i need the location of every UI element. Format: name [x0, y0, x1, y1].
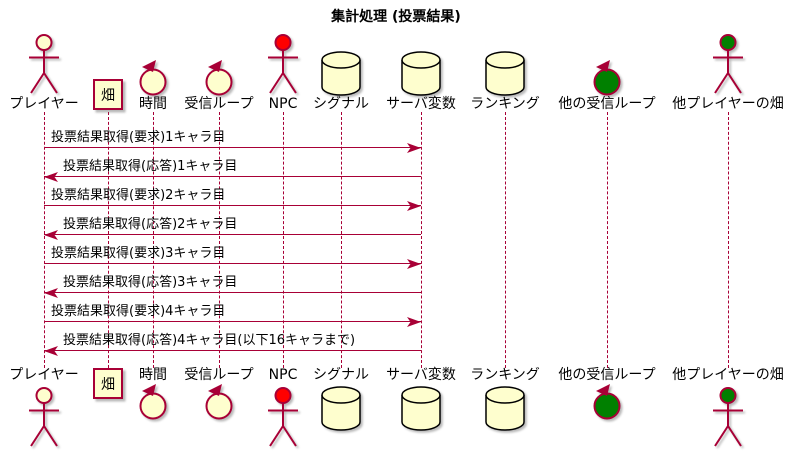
message-line [44, 176, 421, 177]
lifeline [420, 112, 422, 368]
actor-icon [263, 386, 303, 448]
arrowhead-icon [44, 345, 58, 356]
participant-label: 他プレイヤーの畑 [672, 96, 784, 112]
message-label: 投票結果取得(応答)1キャラ目 [63, 159, 238, 174]
control-icon [589, 60, 625, 96]
participant-label: 時間 [139, 96, 167, 112]
database-icon [320, 51, 362, 96]
participant-label: プレイヤー [9, 96, 79, 112]
arrowhead-icon [44, 287, 58, 298]
control-icon [135, 60, 171, 96]
participant-label: シグナル [313, 367, 369, 383]
message-line [44, 263, 421, 264]
message-label: 投票結果取得(要求)4キャラ目 [51, 304, 226, 319]
database-icon [484, 386, 526, 431]
lifeline [43, 112, 45, 368]
participant-box: 畑 [93, 368, 123, 399]
participant-label: 受信ループ [184, 367, 254, 383]
message-label: 投票結果取得(要求)1キャラ目 [51, 130, 226, 145]
database-icon [400, 386, 442, 431]
control-icon [135, 384, 171, 420]
participant-label: ランキング [470, 367, 540, 383]
participant-box: 畑 [93, 79, 123, 110]
control-icon [589, 384, 625, 420]
participant-label: サーバ変数 [386, 96, 456, 112]
lifeline [152, 112, 154, 368]
lifeline [218, 112, 220, 368]
message-line [44, 350, 421, 351]
participant-label: シグナル [313, 96, 369, 112]
participant-label: プレイヤー [9, 367, 79, 383]
message-line [44, 205, 421, 206]
actor-icon [24, 386, 64, 448]
lifeline [107, 112, 109, 368]
participant-label: 畑 [101, 87, 115, 104]
actor-icon [263, 33, 303, 95]
database-icon [320, 386, 362, 431]
participant-label: 畑 [101, 376, 115, 393]
participant-label: 他プレイヤーの畑 [672, 367, 784, 383]
control-icon [201, 60, 237, 96]
diagram-title: 集計処理 (投票結果) [331, 9, 461, 25]
actor-icon [24, 33, 64, 95]
participant-label: ランキング [470, 96, 540, 112]
lifeline [504, 112, 506, 368]
database-icon [400, 51, 442, 96]
actor-icon [708, 386, 748, 448]
lifeline [340, 112, 342, 368]
message-label: 投票結果取得(要求)3キャラ目 [51, 246, 226, 261]
arrowhead-icon [407, 142, 421, 153]
arrowhead-icon [44, 171, 58, 182]
participant-label: 時間 [139, 367, 167, 383]
message-line [44, 234, 421, 235]
participant-label: 他の受信ループ [558, 96, 656, 112]
message-line [44, 147, 421, 148]
arrowhead-icon [407, 316, 421, 327]
participant-label: 他の受信ループ [558, 367, 656, 383]
database-icon [484, 51, 526, 96]
arrowhead-icon [407, 200, 421, 211]
message-label: 投票結果取得(応答)2キャラ目 [63, 217, 238, 232]
arrowhead-icon [407, 258, 421, 269]
lifeline [606, 112, 608, 368]
arrowhead-icon [44, 229, 58, 240]
participant-label: NPC [268, 367, 298, 383]
message-line [44, 292, 421, 293]
participant-label: 受信ループ [184, 96, 254, 112]
participant-label: サーバ変数 [386, 367, 456, 383]
actor-icon [708, 33, 748, 95]
lifeline [727, 112, 729, 368]
message-label: 投票結果取得(要求)2キャラ目 [51, 188, 226, 203]
participant-label: NPC [268, 96, 298, 112]
control-icon [201, 384, 237, 420]
message-label: 投票結果取得(応答)3キャラ目 [63, 275, 238, 290]
message-label: 投票結果取得(応答)4キャラ目(以下16キャラまで) [63, 333, 356, 348]
lifeline [282, 112, 284, 368]
message-line [44, 321, 421, 322]
